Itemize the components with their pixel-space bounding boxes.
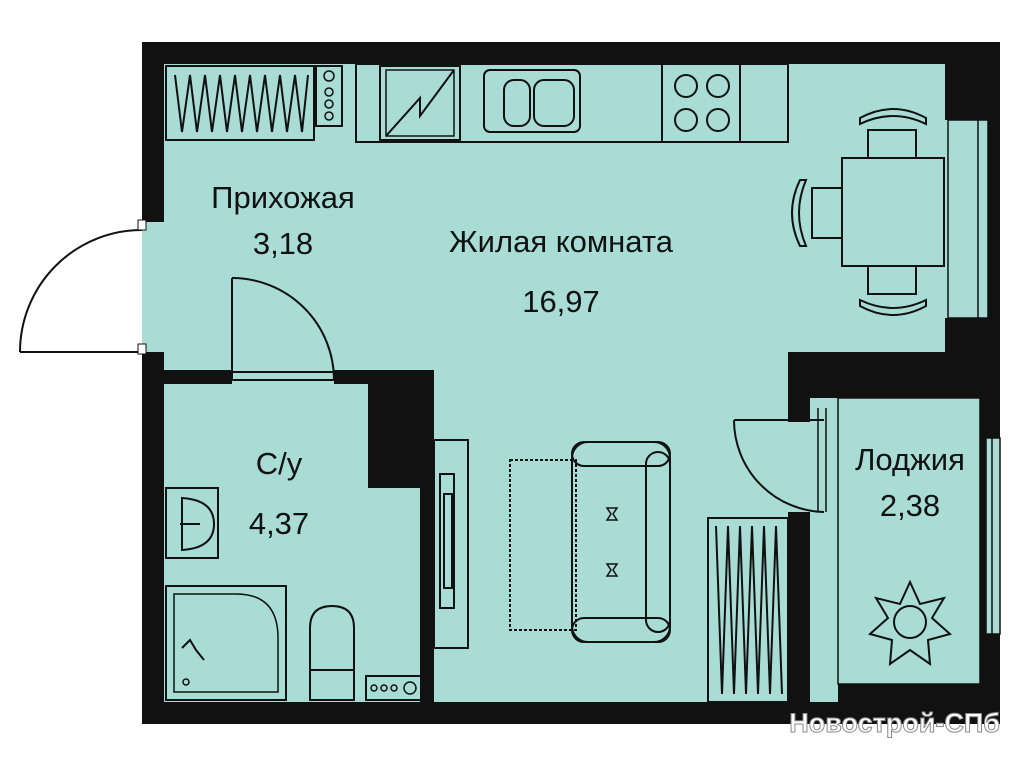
chair-icon <box>791 179 842 247</box>
window-frames <box>837 119 1001 685</box>
walls <box>142 42 1000 724</box>
washing-machine-icon <box>315 65 343 127</box>
kitchen-sink-icon <box>483 69 581 133</box>
loggia-door-icon <box>733 419 825 513</box>
room-name-living: Жилая комната <box>449 224 674 259</box>
room-area-loggia: 2,38 <box>880 488 940 523</box>
toilet-icon <box>309 604 423 701</box>
chair-icon <box>859 266 927 316</box>
watermark-text: Новострой-СПб <box>789 708 1000 738</box>
wardrobe-icon <box>165 65 315 141</box>
window-lines <box>817 120 993 634</box>
rug-icon <box>509 459 577 631</box>
room-area-hallway: 3,18 <box>253 226 313 261</box>
bathroom-door-icon <box>231 277 335 381</box>
room-name-bathroom: С/у <box>256 446 303 481</box>
bathroom-sink-icon <box>165 487 219 559</box>
room-area-living: 16,97 <box>522 284 600 319</box>
room-name-loggia: Лоджия <box>855 442 965 477</box>
fridge-icon <box>379 65 461 141</box>
tv-unit-icon <box>433 439 469 649</box>
stove-icon <box>661 63 741 143</box>
dining-table-icon <box>841 157 945 267</box>
sofa-icon <box>571 441 671 643</box>
room-name-hallway: Прихожая <box>211 180 355 215</box>
shower-icon <box>165 585 287 701</box>
kitchen-counter <box>355 63 789 143</box>
chair-icon <box>859 108 927 158</box>
plant-icon <box>867 579 953 667</box>
radiator-icon <box>707 517 789 703</box>
entry-door-icon <box>19 219 147 355</box>
room-area-bathroom: 4,37 <box>249 506 309 541</box>
